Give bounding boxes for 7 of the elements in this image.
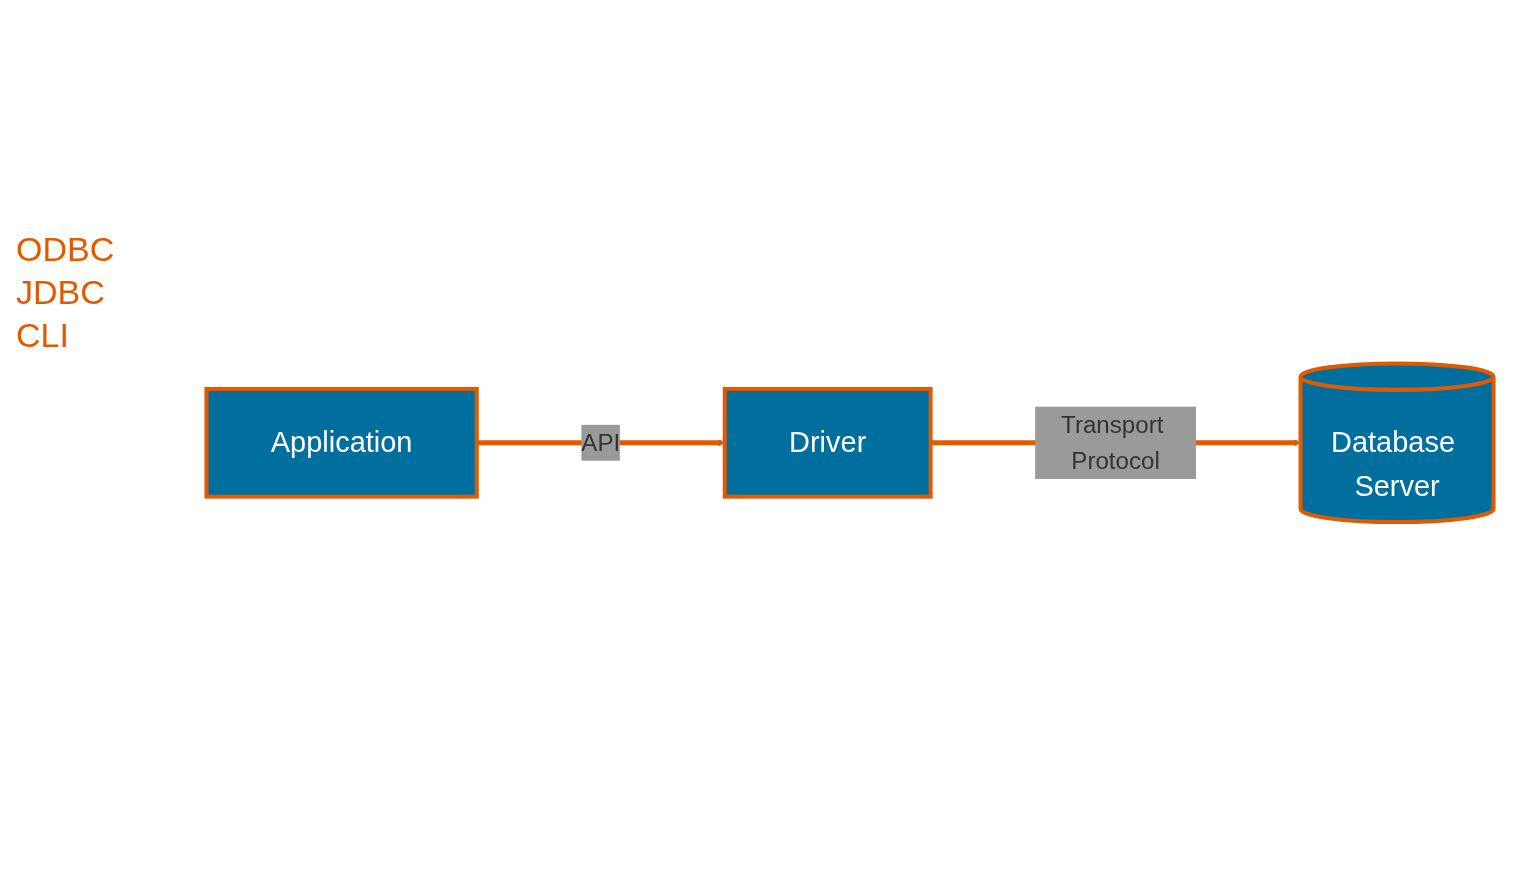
edge-label: Transport Protocol [1061, 411, 1164, 474]
edge-label: API [581, 429, 621, 456]
node-box: Application [204, 386, 479, 499]
api-name: ODBC [16, 230, 115, 269]
api-name: CLI [16, 316, 70, 355]
node-box: Driver [722, 386, 933, 499]
api-name: JDBC [16, 273, 106, 312]
